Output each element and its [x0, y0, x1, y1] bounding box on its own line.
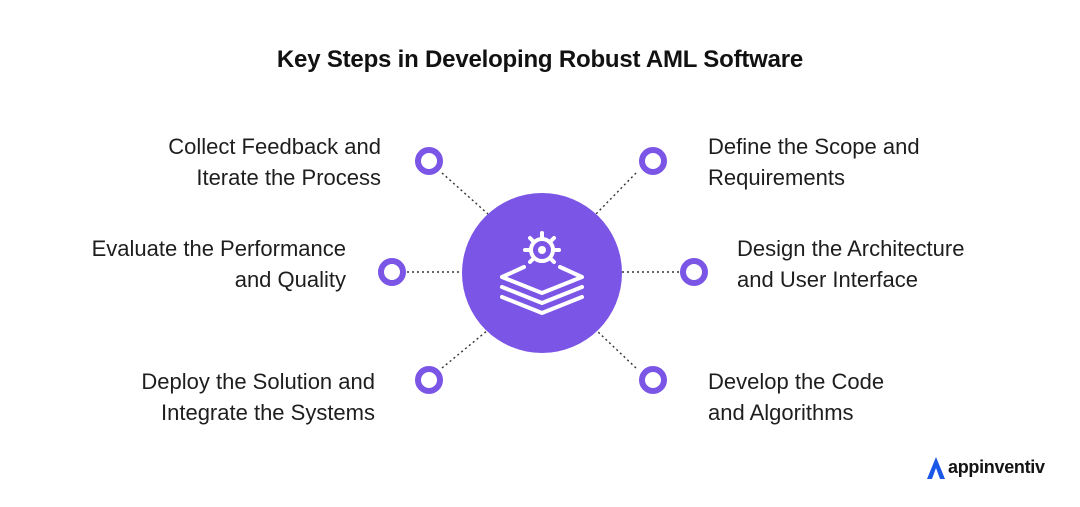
connector-line-1: [441, 172, 489, 215]
step-label-line: Integrate the Systems: [161, 400, 375, 425]
step-label-line: Define the Scope and: [708, 134, 920, 159]
step-label-line: Evaluate the Performance: [91, 236, 346, 261]
logo-mark-icon: [927, 457, 945, 479]
ring-node-icon: [415, 147, 443, 175]
step-define-scope: Define the Scope and Requirements: [708, 131, 1038, 193]
ring-node-icon: [415, 366, 443, 394]
step-design-architecture: Design the Architecture and User Interfa…: [737, 233, 1067, 295]
step-label-line: Collect Feedback and: [168, 134, 381, 159]
step-label-line: Design the Architecture: [737, 236, 965, 261]
step-label-line: Iterate the Process: [196, 165, 381, 190]
step-label-line: and User Interface: [737, 267, 918, 292]
step-label-line: and Quality: [234, 267, 346, 292]
ring-node-icon: [639, 366, 667, 394]
step-label-line: and Algorithms: [708, 400, 854, 425]
ring-node-icon: [680, 258, 708, 286]
step-collect-feedback: Collect Feedback and Iterate the Process: [51, 131, 381, 193]
gear-layers-icon: [500, 231, 584, 315]
diagram-title: Key Steps in Developing Robust AML Softw…: [276, 46, 804, 73]
step-evaluate-performance: Evaluate the Performance and Quality: [16, 233, 346, 295]
step-label-line: Develop the Code: [708, 369, 885, 394]
step-develop-code: Develop the Code and Algorithms: [708, 366, 1038, 428]
step-label-line: Deploy the Solution and: [141, 369, 375, 394]
central-hub: [462, 193, 622, 353]
ring-node-icon: [378, 258, 406, 286]
logo-wordmark: appinventiv: [948, 457, 1045, 477]
ring-node-icon: [639, 147, 667, 175]
step-label-line: Requirements: [708, 165, 845, 190]
connector-line-6: [595, 329, 637, 369]
step-deploy-solution: Deploy the Solution and Integrate the Sy…: [45, 366, 375, 428]
